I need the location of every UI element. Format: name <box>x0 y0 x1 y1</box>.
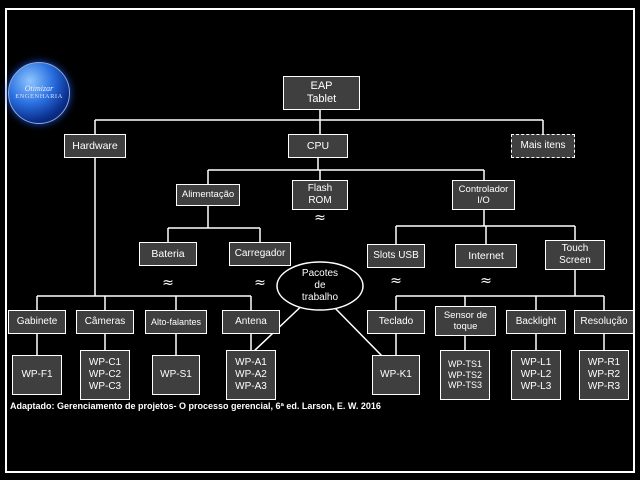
node-antena: Antena <box>222 310 280 334</box>
node-touch-screen: Touch Screen <box>545 240 605 270</box>
continuation-mark-flash-rom: ≈ <box>314 210 326 226</box>
node-carregador: Carregador <box>229 242 291 266</box>
node-sensor-toque: Sensor de toque <box>435 306 496 336</box>
node-bateria: Bateria <box>139 242 197 266</box>
continuation-mark-bateria: ≈ <box>162 275 174 291</box>
source-caption: Adaptado: Gerenciamento de projetos- O p… <box>10 401 381 411</box>
node-hardware: Hardware <box>64 134 126 158</box>
node-cameras: Câmeras <box>76 310 134 334</box>
node-wp-l: WP-L1 WP-L2 WP-L3 <box>511 350 561 400</box>
node-eap-tablet: EAP Tablet <box>283 76 360 110</box>
continuation-mark-slots-usb: ≈ <box>390 273 402 289</box>
node-backlight: Backlight <box>506 310 566 334</box>
work-packages-ellipse <box>276 261 364 311</box>
logo: Otimizar ENGENHARIA <box>8 62 70 124</box>
node-wp-k1: WP-K1 <box>372 355 420 395</box>
logo-text-line2: ENGENHARIA <box>15 92 63 100</box>
node-mais-itens: Mais itens <box>511 134 575 158</box>
node-alimentacao: Alimentação <box>176 184 240 206</box>
node-gabinete: Gabinete <box>8 310 66 334</box>
node-alto-falantes: Alto-falantes <box>145 310 207 334</box>
node-wp-a: WP-A1 WP-A2 WP-A3 <box>226 350 276 400</box>
node-wp-f1: WP-F1 <box>12 355 62 395</box>
node-wp-s1: WP-S1 <box>152 355 200 395</box>
node-teclado: Teclado <box>367 310 425 334</box>
node-controlador-io: Controlador I/O <box>452 180 515 210</box>
node-flash-rom: Flash ROM <box>292 180 348 210</box>
continuation-mark-internet: ≈ <box>480 273 492 289</box>
node-resolucao: Resolução <box>574 310 634 334</box>
slide-border <box>5 8 635 473</box>
continuation-mark-carregador: ≈ <box>254 275 266 291</box>
node-slots-usb: Slots USB <box>367 244 425 268</box>
node-wp-ts: WP-TS1 WP-TS2 WP-TS3 <box>440 350 490 400</box>
node-cpu: CPU <box>288 134 348 158</box>
logo-text-line1: Otimizar <box>24 83 54 93</box>
node-internet: Internet <box>455 244 517 268</box>
node-wp-r: WP-R1 WP-R2 WP-R3 <box>579 350 629 400</box>
node-wp-c: WP-C1 WP-C2 WP-C3 <box>80 350 130 400</box>
work-packages-label: Pacotes de trabalho <box>301 268 339 303</box>
